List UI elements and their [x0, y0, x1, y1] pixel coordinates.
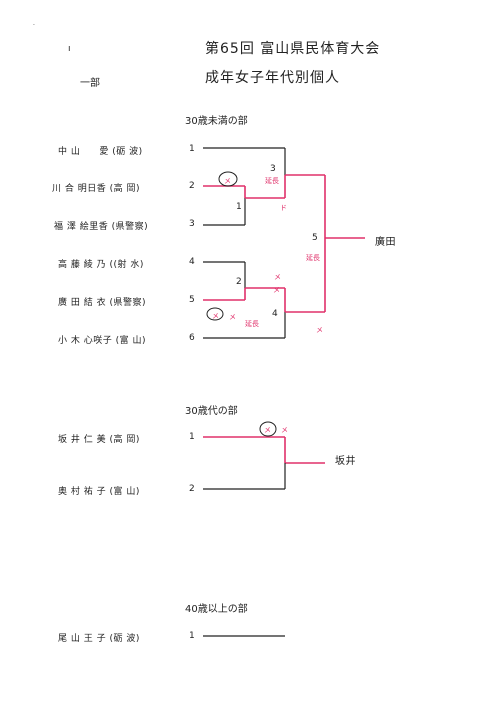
bracket-winner-lines [203, 174, 365, 313]
encho-note: 延長 [245, 320, 259, 328]
player-name: 廣 田 結 衣 (県警察) [58, 298, 146, 308]
player-seed: 6 [189, 333, 196, 343]
me-note: メ [274, 273, 281, 281]
player-seed: 3 [189, 219, 196, 229]
player-seed: 2 [189, 484, 196, 494]
section-heading-40plus: 40歳以上の部 [185, 604, 248, 615]
player-name: 川 合 明日香 (高 岡) [52, 184, 140, 194]
winner-label: 廣田 [375, 237, 396, 248]
bracket-black-lines [203, 147, 286, 339]
do-note: ド [280, 204, 287, 212]
match-number: 2 [236, 277, 242, 287]
player-seed: 1 [189, 432, 196, 442]
page-subtitle: 成年女子年代別個人 [205, 70, 340, 86]
match-number: 4 [272, 309, 278, 319]
page-title: 第65回 富山県民体育大会 [205, 41, 381, 57]
match-number: 1 [236, 202, 242, 212]
circle-mark [218, 171, 238, 187]
stray-mark: ı [68, 44, 71, 54]
player-seed: 2 [189, 181, 196, 191]
me-note: メ [281, 426, 288, 434]
player-name: 坂 井 仁 美 (高 岡) [58, 435, 140, 445]
corner-mark: · [33, 22, 35, 29]
encho-note: 延長 [265, 177, 279, 185]
player-name: 福 澤 絵里香 (県警察) [54, 222, 149, 232]
player-name: 尾 山 王 子 (砺 波) [58, 634, 140, 644]
player-name: 中 山 愛 (砺 波) [58, 147, 143, 157]
player-seed: 1 [189, 144, 196, 154]
player-seed: 5 [189, 295, 196, 305]
circle-mark [206, 307, 224, 321]
me-note: メ [229, 313, 236, 321]
me-note: メ [273, 286, 280, 294]
section-heading-30s: 30歳代の部 [185, 406, 238, 417]
player-name: 奥 村 祐 子 (富 山) [58, 487, 140, 497]
player-seed: 1 [189, 631, 196, 641]
match-number: 5 [312, 233, 318, 243]
winner-label: 坂井 [335, 456, 356, 467]
encho-note: 延長 [306, 254, 320, 262]
me-note: メ [212, 312, 219, 320]
player-name: 高 藤 綾 乃 ((射 水) [58, 260, 144, 270]
me-note: メ [316, 326, 323, 334]
section-heading-u30: 30歳未満の部 [185, 116, 248, 127]
me-note: メ [264, 426, 271, 434]
circle-mark [259, 421, 277, 437]
match-number: 3 [270, 164, 276, 174]
player-name: 小 木 心咲子 (富 山) [58, 336, 146, 346]
division-label: 一部 [80, 78, 100, 89]
me-note: メ [224, 177, 231, 185]
player-seed: 4 [189, 257, 196, 267]
